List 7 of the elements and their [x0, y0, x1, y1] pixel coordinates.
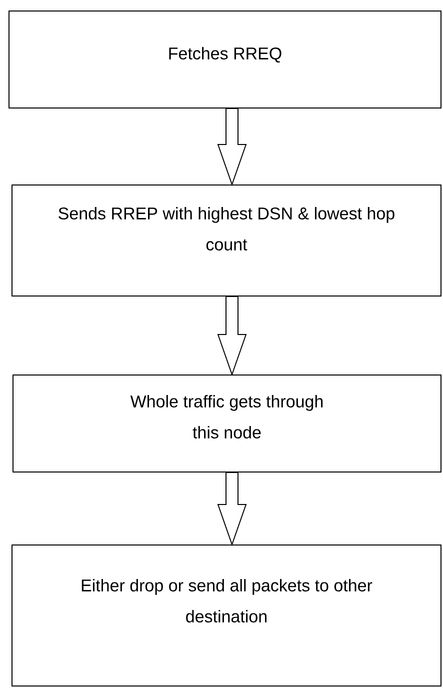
process-box: Whole traffic gets through this node — [12, 374, 442, 472]
block-arrow — [217, 296, 247, 376]
process-box: Fetches RREQ — [8, 10, 442, 108]
process-box: Either drop or send all packets to other destination — [12, 544, 442, 686]
block-arrow — [217, 108, 247, 186]
block-arrow — [217, 472, 247, 546]
process-box: Sends RREP with highest DSN & lowest hop count — [12, 184, 442, 296]
